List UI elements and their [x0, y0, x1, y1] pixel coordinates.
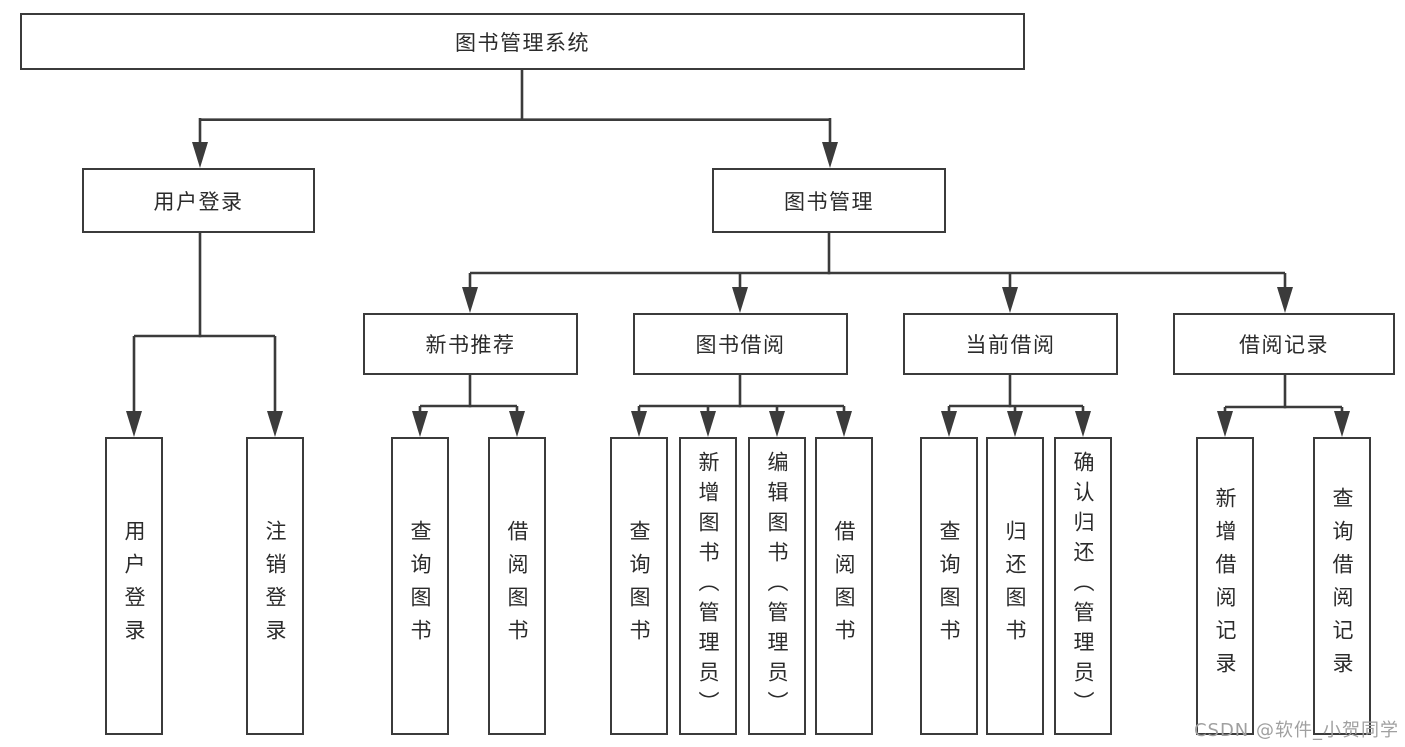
node-user-login-label: 用户登录 [153, 189, 244, 214]
leaf-borrow-books: 借阅图书 [815, 437, 873, 735]
leaf-user-login-label: 用户登录 [122, 520, 146, 652]
node-root-library-system: 图书管理系统 [20, 13, 1025, 70]
watermark: CSDN @软件_小贺同学 [1193, 720, 1399, 741]
node-root-label: 图书管理系统 [455, 30, 590, 55]
node-book-borrow-label: 图书借阅 [695, 333, 786, 357]
leaf-edit-books-admin-label: 编辑图书（管理员） [765, 451, 789, 721]
leaf-query-books-borrow-label: 查询图书 [627, 520, 651, 652]
leaf-add-books-admin-label: 新增图书（管理员） [696, 451, 720, 721]
node-borrow-records-label: 借阅记录 [1239, 333, 1329, 357]
leaf-query-books-borrow: 查询图书 [610, 437, 668, 735]
leaf-user-login: 用户登录 [105, 437, 163, 735]
node-new-book-recommend: 新书推荐 [363, 313, 578, 375]
leaf-query-books-recommend: 查询图书 [391, 437, 449, 735]
leaf-add-borrow-record-label: 新增借阅记录 [1213, 487, 1237, 685]
leaf-confirm-return-admin: 确认归还（管理员） [1054, 437, 1112, 735]
leaf-confirm-return-admin-label: 确认归还（管理员） [1071, 451, 1095, 721]
node-book-management-label: 图书管理 [784, 189, 874, 214]
arrowheads [126, 142, 1350, 437]
leaf-query-borrow-record: 查询借阅记录 [1313, 437, 1371, 735]
leaf-add-borrow-record: 新增借阅记录 [1196, 437, 1254, 735]
leaf-return-books: 归还图书 [986, 437, 1044, 735]
node-book-borrow: 图书借阅 [633, 313, 848, 375]
leaf-borrow-books-label: 借阅图书 [832, 520, 856, 652]
leaf-query-borrow-record-label: 查询借阅记录 [1330, 487, 1354, 685]
leaf-logout: 注销登录 [246, 437, 304, 735]
node-book-management: 图书管理 [712, 168, 946, 233]
leaf-query-books-current-label: 查询图书 [937, 520, 961, 652]
leaf-add-books-admin: 新增图书（管理员） [679, 437, 737, 735]
node-borrow-records: 借阅记录 [1173, 313, 1395, 375]
leaf-query-books-current: 查询图书 [920, 437, 978, 735]
leaf-return-books-label: 归还图书 [1003, 520, 1027, 652]
leaf-edit-books-admin: 编辑图书（管理员） [748, 437, 806, 735]
node-user-login: 用户登录 [82, 168, 315, 233]
node-new-book-recommend-label: 新书推荐 [425, 333, 516, 357]
leaf-borrow-books-recommend-label: 借阅图书 [505, 520, 529, 652]
leaf-query-books-recommend-label: 查询图书 [408, 520, 432, 652]
node-current-borrow: 当前借阅 [903, 313, 1118, 375]
node-current-borrow-label: 当前借阅 [965, 333, 1056, 357]
leaf-borrow-books-recommend: 借阅图书 [488, 437, 546, 735]
leaf-logout-label: 注销登录 [263, 520, 287, 652]
